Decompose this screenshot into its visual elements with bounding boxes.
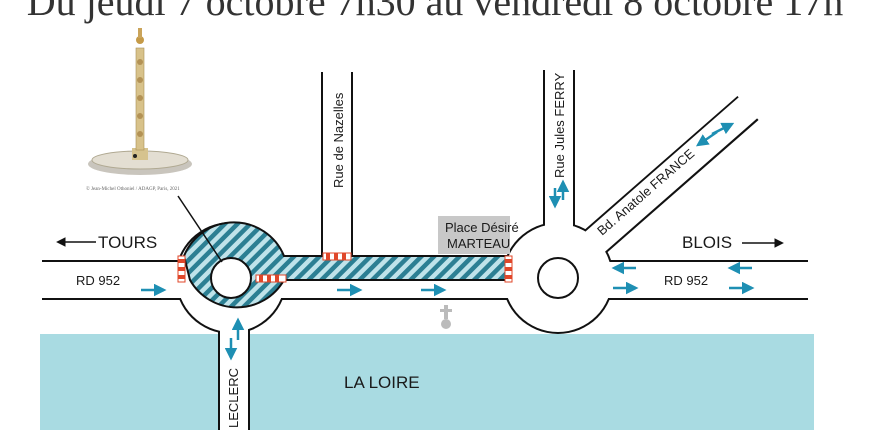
cross-marker-icon xyxy=(440,305,452,329)
barrier-left xyxy=(177,255,186,283)
anatole-label: Bd. Anatole FRANCE xyxy=(594,146,697,239)
rd952-right-label: RD 952 xyxy=(664,273,708,288)
ferry-label: Rue Jules FERRY xyxy=(552,72,567,178)
monument-pointer xyxy=(177,195,223,263)
monument-credit: © Jean-Michel Othoniel / ADAGP, Paris, 2… xyxy=(86,186,180,192)
arrow-anatole-in xyxy=(695,130,718,147)
roundabout-left-island xyxy=(210,257,252,299)
barrier-roundabout-exit xyxy=(255,274,287,283)
blois-label: BLOIS xyxy=(682,233,732,252)
monument-illustration xyxy=(88,28,192,175)
barrier-nazelles xyxy=(322,252,352,261)
traffic-arrows xyxy=(141,122,755,361)
leclerc-label: LECLERC xyxy=(226,368,241,428)
roundabout-right-island xyxy=(537,257,579,299)
nazelles-label: Rue de Nazelles xyxy=(331,92,346,188)
headline: Du jeudi 7 octobre 7h30 au vendredi 8 oc… xyxy=(26,0,844,24)
barrier-right xyxy=(504,255,513,283)
place-label-line2: MARTEAU xyxy=(447,236,510,251)
rd952-left-label: RD 952 xyxy=(76,273,120,288)
place-label-line1: Place Désiré xyxy=(445,220,519,235)
loire-label: LA LOIRE xyxy=(344,373,420,392)
place-marteau-box xyxy=(438,216,510,254)
tours-label: TOURS xyxy=(98,233,157,252)
loire-river xyxy=(40,334,814,430)
